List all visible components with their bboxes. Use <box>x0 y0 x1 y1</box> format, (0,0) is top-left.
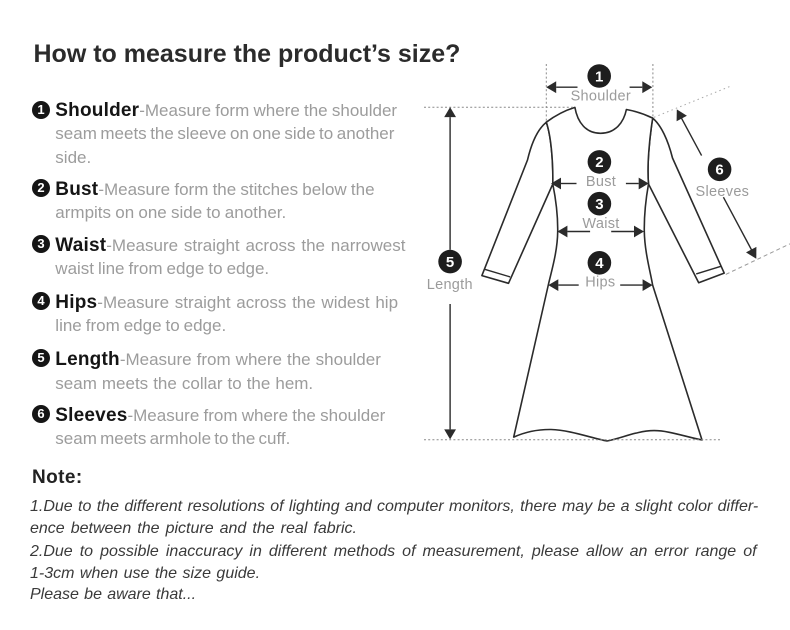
svg-text:Waist: Waist <box>582 216 619 232</box>
svg-text:Bust: Bust <box>586 174 616 190</box>
svg-text:3: 3 <box>595 196 603 213</box>
svg-text:Length: Length <box>427 277 473 293</box>
svg-text:Shoulder: Shoulder <box>571 88 631 104</box>
svg-text:6: 6 <box>715 162 723 179</box>
svg-text:2: 2 <box>595 154 603 171</box>
svg-text:Hips: Hips <box>585 275 615 291</box>
svg-text:5: 5 <box>446 254 454 271</box>
svg-text:1: 1 <box>595 68 603 85</box>
svg-text:4: 4 <box>595 255 604 272</box>
svg-text:Sleeves: Sleeves <box>696 184 750 200</box>
